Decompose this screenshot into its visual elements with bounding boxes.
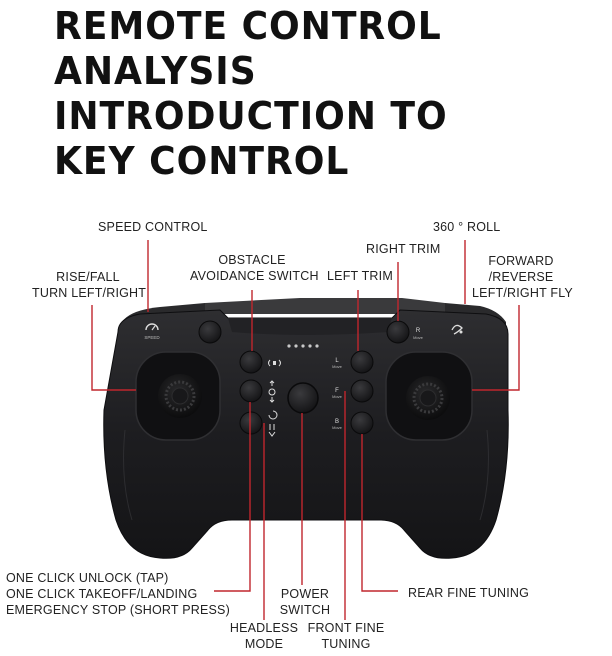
label-360-roll: 360 ° ROLL — [433, 220, 501, 234]
roll-icon — [451, 324, 463, 335]
r-letter: R — [416, 328, 421, 334]
left-trim-button[interactable] — [350, 350, 374, 374]
power-switch-button[interactable] — [287, 382, 319, 414]
left-joystick[interactable] — [135, 351, 221, 441]
speed-control-button[interactable] — [198, 320, 222, 344]
leader-unlock — [214, 402, 251, 592]
label-obstacle-avoidance: OBSTACLE AVOIDANCE SWITCH — [190, 253, 319, 283]
headless-icon — [268, 410, 278, 437]
r-move-text: Move — [413, 335, 424, 340]
label-one-click-unlock: ONE CLICK UNLOCK (TAP) ONE CLICK TAKEOFF… — [6, 571, 230, 617]
label-rise-fall: RISE/FALL TURN LEFT/RIGHT — [32, 270, 147, 300]
speed-icon — [145, 323, 159, 331]
leader-forward — [472, 305, 520, 391]
f-letter: F — [335, 388, 339, 394]
obstacle-icon — [268, 359, 281, 367]
title-line-2: INTRODUCTION TO — [54, 94, 448, 138]
page-title: REMOTE CONTROL ANALYSIS INTRODUCTION TO … — [54, 4, 584, 184]
leader-rise-fall — [91, 305, 136, 391]
obstacle-avoidance-button[interactable] — [239, 350, 263, 374]
label-speed-control: SPEED CONTROL — [98, 220, 208, 234]
title-line-3: KEY CONTROL — [54, 139, 350, 183]
roll-button[interactable] — [386, 320, 410, 344]
label-power-switch: POWER SWITCH — [279, 587, 331, 617]
leader-lines — [91, 240, 520, 620]
l-move-text: Move — [332, 364, 343, 369]
label-left-trim: LEFT TRIM — [327, 269, 393, 283]
one-click-unlock-button[interactable] — [239, 379, 263, 403]
title-line-1: REMOTE CONTROL ANALYSIS — [54, 4, 442, 93]
front-fine-tuning-button[interactable] — [350, 379, 374, 403]
headless-mode-button[interactable] — [239, 411, 263, 435]
f-move-text: Move — [332, 394, 343, 399]
rear-fine-tuning-button[interactable] — [350, 411, 374, 435]
speed-text: SPEED — [144, 335, 160, 340]
status-led-dots — [287, 344, 319, 348]
label-rear-fine-tuning: REAR FINE TUNING — [408, 586, 530, 600]
label-right-trim: RIGHT TRIM — [366, 242, 441, 256]
b-letter: B — [335, 419, 339, 425]
label-front-fine-tuning: FRONT FINE TUNING — [307, 621, 385, 651]
right-joystick[interactable] — [385, 351, 473, 441]
label-headless-mode: HEADLESS MODE — [229, 621, 299, 651]
leader-rear-fine — [361, 434, 398, 592]
label-forward-reverse: FORWARD /REVERSE LEFT/RIGHT FLY — [472, 254, 573, 300]
l-letter: L — [335, 358, 339, 364]
takeoff-icon — [268, 380, 276, 403]
b-move-text: Move — [332, 425, 343, 430]
